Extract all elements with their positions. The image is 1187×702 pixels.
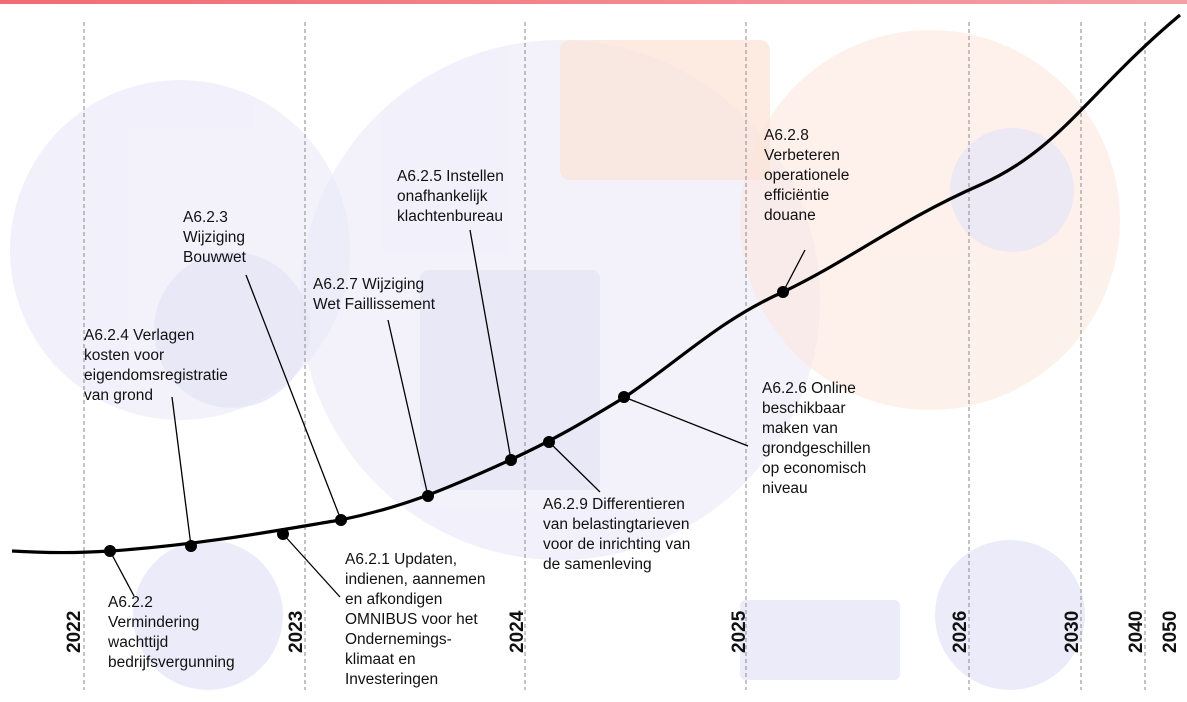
milestone-dot-a6-2-2: [104, 545, 116, 557]
milestone-label-line: douane: [764, 207, 816, 224]
milestone-label-line: maken van: [762, 420, 838, 437]
milestone-label-a6-2-9: A6.2.9 Differentieren van belastingtariev…: [543, 496, 690, 573]
milestone-label-line: van belastingtarieven: [543, 516, 690, 533]
milestone-label-line: eigendomsregistratie: [84, 367, 228, 384]
leader-line-a6-2-4: [171, 396, 192, 547]
milestone-label-line: Wijziging: [183, 229, 245, 246]
milestone-label-line: A6.2.4 Verlagen: [84, 327, 194, 344]
milestone-label-line: indienen, aannemen: [345, 571, 485, 588]
milestone-label-line: op economisch: [762, 460, 866, 477]
milestone-label-line: wachttijd: [107, 634, 168, 651]
bg-monitor: [560, 40, 770, 180]
milestone-dot-a6-2-5: [505, 454, 517, 466]
milestone-label-line: Verbeteren: [764, 147, 840, 164]
year-label-2023: 2023: [286, 611, 307, 653]
milestone-dot-a6-2-3: [335, 514, 347, 526]
progress-curve: [11, 13, 1182, 555]
milestone-label-a6-2-5: A6.2.5 Instellen onafhankelijk klachtenbur…: [397, 168, 504, 225]
milestone-label-line: OMNIBUS voor het: [345, 611, 478, 628]
milestone-dot-a6-2-6: [618, 391, 630, 403]
milestone-label-line: A6.2.3: [183, 209, 228, 226]
milestone-label-line: efficiëntie: [764, 187, 829, 204]
bg-van-circle: [935, 540, 1085, 690]
milestone-label-line: beschikbaar: [762, 400, 846, 417]
background-illustration: [10, 30, 1120, 690]
milestone-label-line: Ondernemings-: [345, 631, 452, 648]
milestone-label-line: klachtenbureau: [397, 208, 503, 225]
milestone-label-line: A6.2.1 Updaten,: [345, 551, 457, 568]
leader-line-a6-2-5: [469, 229, 512, 461]
bg-globe: [950, 128, 1074, 252]
top-accent-bar: [0, 0, 1187, 4]
milestone-label-line: bedrijfsvergunning: [108, 654, 235, 671]
milestone-label-line: Bouwwet: [183, 249, 247, 266]
milestone-label-line: A6.2.2: [108, 594, 153, 611]
milestone-label-line: onafhankelijk: [397, 188, 488, 205]
milestone-label-line: A6.2.9 Differentieren: [543, 496, 685, 513]
milestone-label-line: en afkondigen: [345, 591, 442, 608]
milestone-label-line: Vermindering: [108, 614, 199, 631]
milestone-dot-a6-2-4: [185, 540, 197, 552]
milestone-label-line: grondgeschillen: [762, 440, 871, 457]
bg-factory-circle: [154, 252, 310, 408]
year-label-2040: 2040: [1126, 611, 1147, 653]
leader-line-a6-2-7: [387, 319, 429, 497]
leader-line-a6-2-9: [548, 441, 601, 493]
bg-board: [420, 270, 600, 490]
milestone-dot-a6-2-9: [543, 436, 555, 448]
milestone-label-a6-2-4: A6.2.4 Verlagen kosten voor eigendomsregis…: [84, 327, 228, 404]
milestone-label-line: A6.2.6 Online: [762, 380, 856, 397]
leader-line-a6-2-8: [782, 249, 806, 293]
milestone-label-line: Investeringen: [345, 671, 438, 688]
leader-line-a6-2-1: [282, 533, 341, 598]
bg-blob-right: [740, 30, 1120, 410]
bg-laptop: [740, 600, 900, 680]
milestone-label-a6-2-6: A6.2.6 Online beschikbaar maken van grondge…: [762, 380, 871, 497]
year-label-2022: 2022: [64, 611, 85, 653]
milestone-label-line: operationele: [764, 167, 849, 184]
milestone-dot-a6-2-8: [777, 286, 789, 298]
milestone-label-line: kosten voor: [84, 347, 164, 364]
leader-line-a6-2-2: [109, 550, 135, 597]
year-label-2050: 2050: [1160, 611, 1181, 653]
year-label-2030: 2030: [1062, 611, 1083, 653]
milestone-label-line: Wet Faillissement: [313, 296, 436, 313]
leader-line-a6-2-3: [245, 274, 342, 521]
milestone-label-line: van grond: [84, 387, 153, 404]
year-label-2026: 2026: [950, 611, 971, 653]
milestone-dot-a6-2-7: [422, 490, 434, 502]
milestone-label-line: niveau: [762, 480, 808, 497]
leader-line-a6-2-6: [623, 396, 749, 447]
milestone-label-line: klimaat en: [345, 651, 416, 668]
bg-truck-circle: [133, 540, 283, 690]
milestone-label-line: A6.2.7 Wijziging: [313, 276, 424, 293]
milestone-label-line: voor de inrichting van: [543, 536, 690, 553]
milestone-label-a6-2-1: A6.2.1 Updaten, indienen, aannemen en afko…: [345, 551, 485, 688]
year-label-2024: 2024: [507, 610, 528, 653]
milestone-dot-a6-2-1: [277, 528, 289, 540]
milestone-label-line: A6.2.5 Instellen: [397, 168, 504, 185]
year-label-2025: 2025: [729, 610, 750, 653]
milestone-label-line: de samenleving: [543, 556, 652, 573]
milestone-label-line: A6.2.8: [764, 127, 809, 144]
